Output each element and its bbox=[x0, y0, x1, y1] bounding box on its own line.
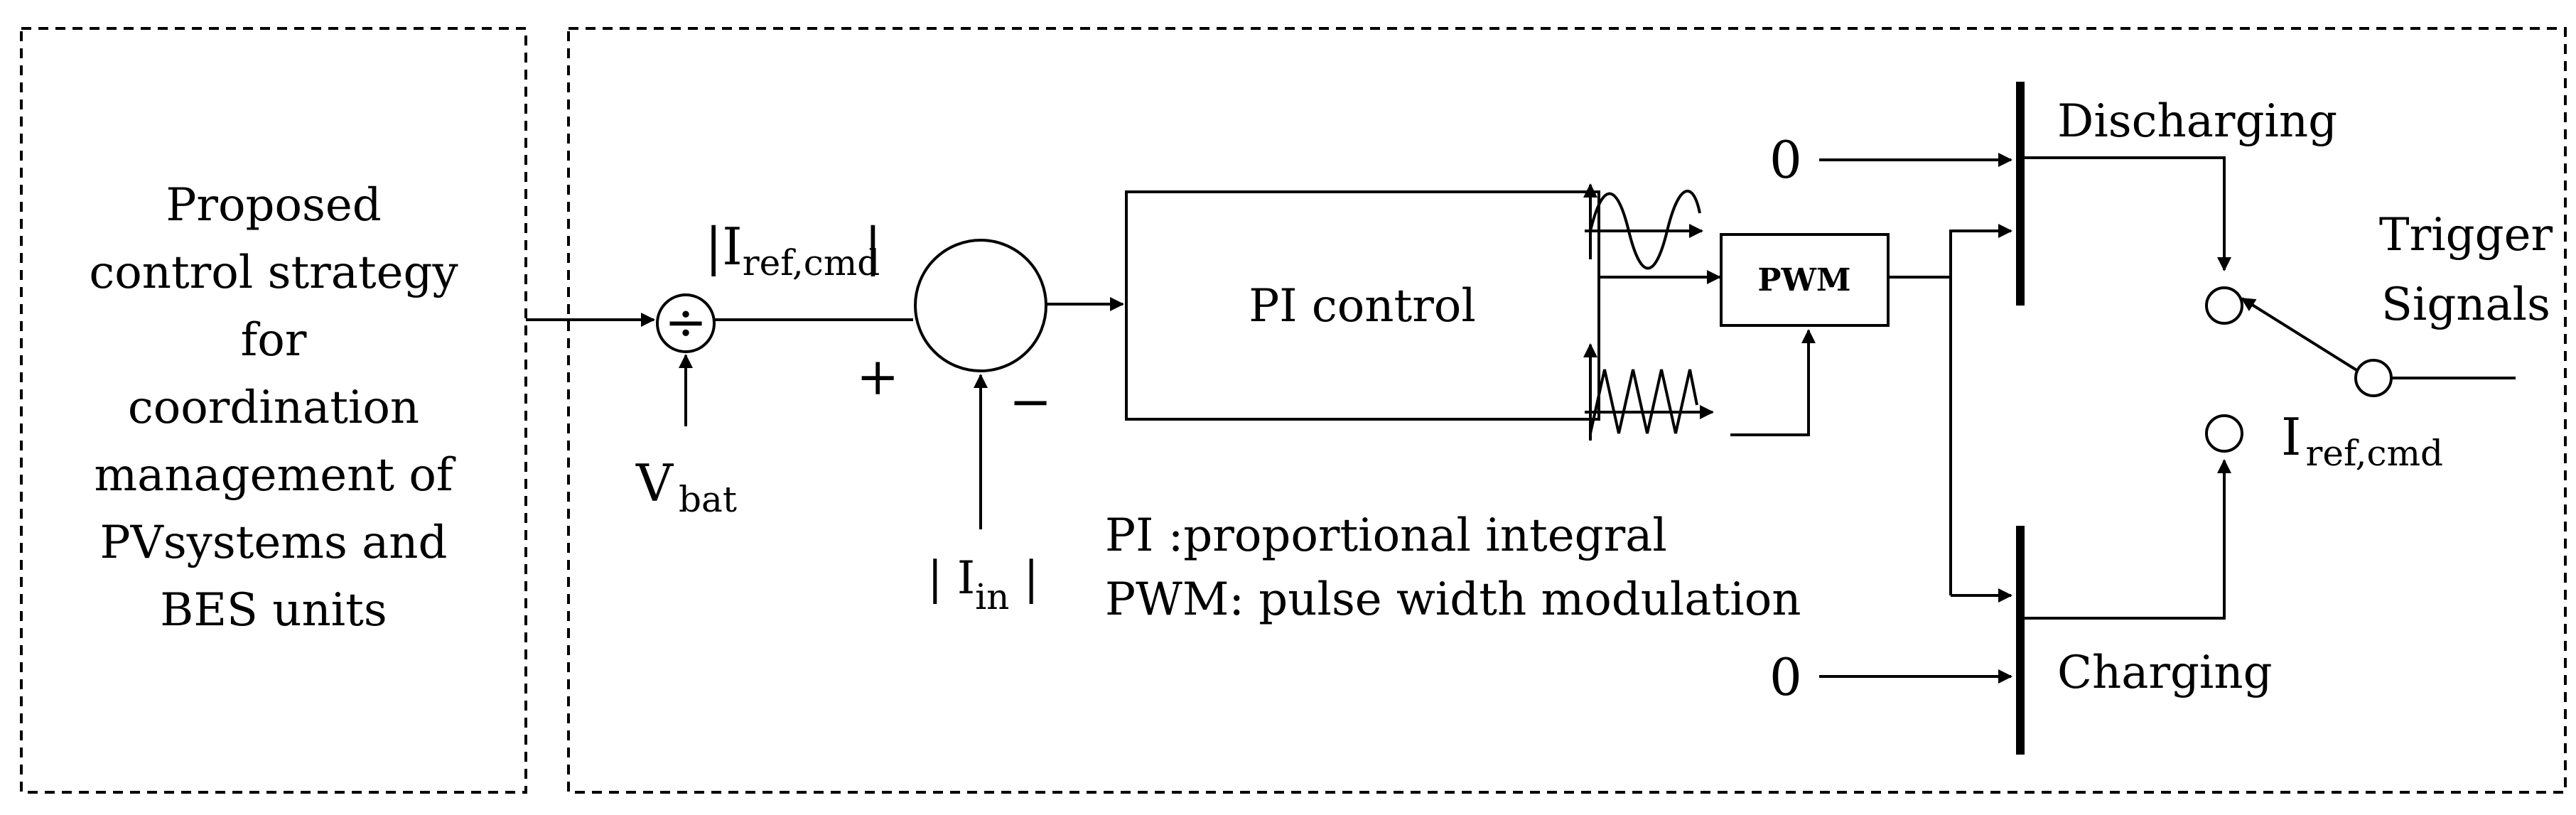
pwm-label: PWM bbox=[1757, 262, 1850, 298]
discharge-to-contact-line bbox=[2020, 156, 2231, 271]
pi-control-label: PI control bbox=[1249, 280, 1476, 333]
strategy-line-7: BES units bbox=[160, 584, 387, 637]
strategy-line-2: control strategy bbox=[89, 247, 458, 299]
discharging-label: Discharging bbox=[2057, 95, 2337, 148]
pwm-block bbox=[1720, 233, 1890, 327]
discharge-contact bbox=[2205, 286, 2243, 325]
strategy-block-text: Proposed control strategy for coordinati… bbox=[89, 179, 458, 637]
divider-symbol: ÷ bbox=[664, 292, 707, 352]
switch-arm bbox=[2241, 297, 2359, 372]
trigger-label-line2: Signals bbox=[2381, 279, 2550, 331]
iref-magnitude-label: |Iref,cmd| bbox=[705, 217, 882, 284]
strategy-line-4: coordination bbox=[128, 382, 419, 434]
charge-to-contact-line bbox=[2020, 459, 2231, 620]
summing-junction bbox=[914, 239, 1047, 372]
strategy-line-1: Proposed bbox=[166, 179, 381, 232]
trigger-label-line1: Trigger bbox=[2379, 209, 2553, 261]
bottom-zero-label: 0 bbox=[1769, 647, 1802, 707]
pwm-to-discharge-line bbox=[1949, 224, 2012, 595]
top-zero-label: 0 bbox=[1769, 130, 1802, 190]
iin-label: | Iin| bbox=[927, 552, 1039, 617]
carrier-to-pwm-line bbox=[1730, 329, 1816, 436]
sine-waveform-icon bbox=[1583, 183, 1703, 270]
switch-pivot bbox=[2354, 359, 2393, 397]
strategy-block bbox=[20, 27, 527, 794]
legend-pi: PI :proportional integral bbox=[1105, 509, 1667, 562]
charge-contact bbox=[2205, 414, 2243, 453]
controller-block bbox=[567, 27, 2567, 794]
strategy-line-5: management of bbox=[94, 449, 456, 502]
strategy-line-3: for bbox=[241, 314, 307, 367]
minus-sign: − bbox=[1009, 372, 1052, 431]
divider-node bbox=[656, 293, 716, 353]
strategy-line-6: PVsystems and bbox=[100, 517, 448, 569]
charging-label: Charging bbox=[2057, 647, 2273, 699]
pi-control-block bbox=[1125, 190, 1600, 421]
legend-pwm: PWM: pulse width modulation bbox=[1105, 573, 1801, 626]
plus-sign: + bbox=[856, 347, 899, 406]
carrier-waveform-icon bbox=[1583, 343, 1714, 441]
